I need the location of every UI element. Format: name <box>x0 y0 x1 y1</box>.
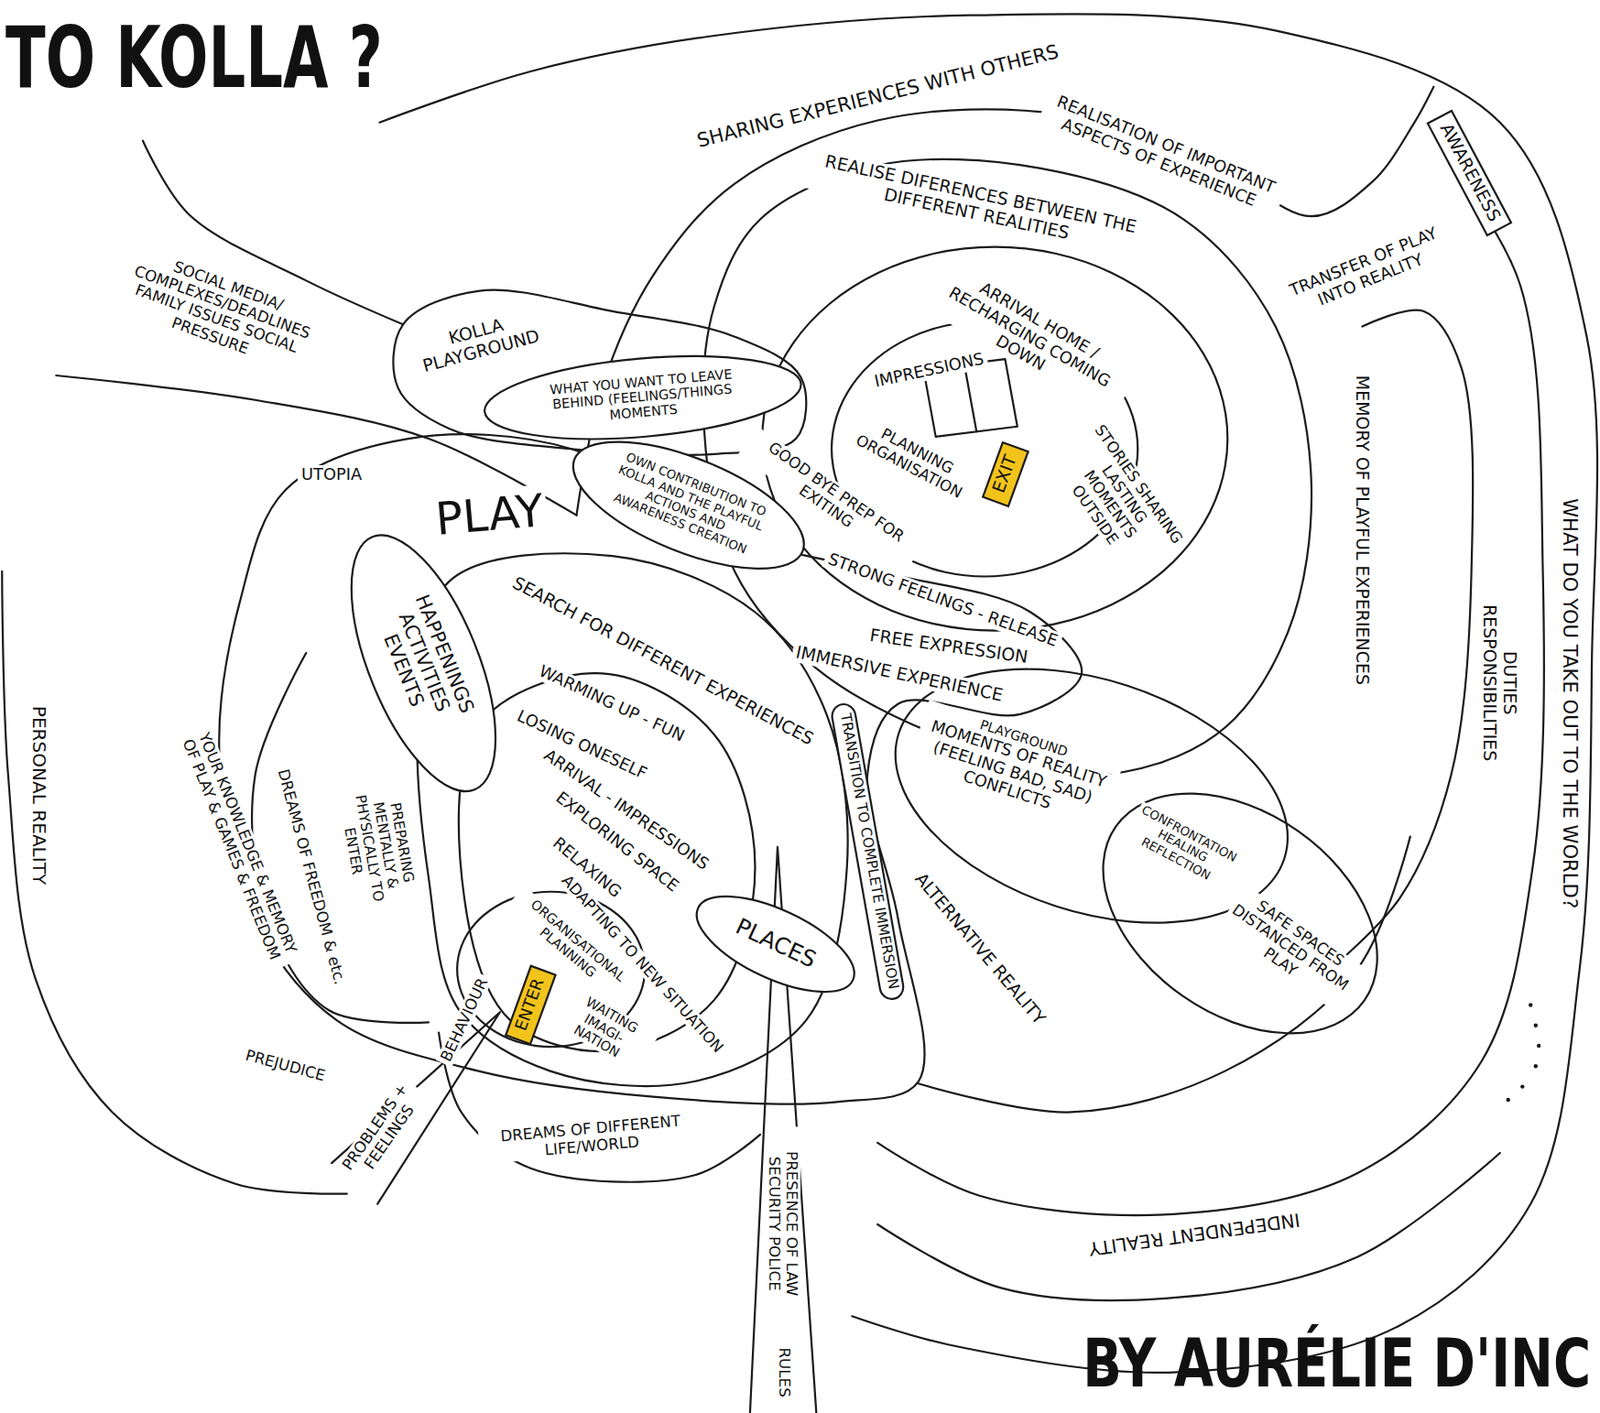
ellipse-line <box>321 516 525 811</box>
band-label: CONFRONTATION HEALING REFLECTION <box>1123 801 1243 892</box>
band-label: SHARING EXPERIENCES WITH OTHERS <box>691 40 1065 154</box>
band-label: ALTERNATIVE REALITY <box>908 866 1052 1031</box>
band-label: RULES <box>774 1343 793 1401</box>
band-label: TRANSFER OF PLAY INTO REALITY <box>1264 215 1469 327</box>
trailing-dot <box>1536 1044 1541 1048</box>
band-label: DREAMS OF DIFFERENT LIFE/WORLD <box>477 1110 705 1165</box>
band-label: PRESENCE OF LAW SECURITY POLICE <box>765 1127 801 1322</box>
contribution-blob: OWN CONTRIBUTION TO KOLLA AND THE PLAYFU… <box>555 413 822 598</box>
search-ring <box>416 553 848 1087</box>
band-label: YOUR KNOWLEDGE & MEMORY OF PLAY & GAMES … <box>174 721 304 972</box>
outer-boundary <box>379 13 1598 1373</box>
author-caption: BY AURÉLIE D'INC <box>1082 1327 1591 1401</box>
band-label: REALISE DIFERENCES BETWEEN THE DIFFERENT… <box>794 146 1163 262</box>
band-label: SOCIAL MEDIA/ COMPLEXES/DEADLINES FAMILY… <box>110 243 327 380</box>
trailing-dot <box>1534 1023 1538 1028</box>
independent-band <box>877 1153 1501 1301</box>
box-line <box>505 966 556 1045</box>
ellipse-line <box>683 876 868 1012</box>
node-text: TRANSITION TO COMPLETE IMMERSION <box>835 710 902 994</box>
band-label: MEMORY OF PLAYFUL EXPERIENCES <box>1352 371 1373 689</box>
region-heading: PLAY <box>430 484 549 546</box>
problems-spike <box>331 1012 501 1204</box>
box-line <box>982 442 1028 507</box>
band-label: WAITING IMAGI- NATION <box>548 983 660 1075</box>
trailing-dot <box>1506 1098 1511 1102</box>
node-text: SAFE SPACES DISTANCED FROM PLAY <box>1216 884 1364 1011</box>
band-label: PREPARING MENTALLY & PHYSICALLY TO ENTER <box>333 775 422 918</box>
box-line <box>829 702 905 1002</box>
title: TO KOLLA ? <box>5 10 383 105</box>
band-label: ARRIVAL HOME / RECHARGING COMING DOWN <box>918 256 1142 418</box>
ellipse-line <box>1057 743 1422 1083</box>
node-text: AWARENESS <box>1434 119 1505 229</box>
arrival-loop <box>458 673 756 1052</box>
band-label: INDEPENDENT REALITY <box>1083 1208 1305 1261</box>
band-label: WHAT DO YOU TAKE OUT TO THE WORLD? <box>1557 495 1580 913</box>
box-line <box>1427 110 1512 236</box>
band-label: REALISATION OF IMPORTANT ASPECTS OF EXPE… <box>1037 87 1289 218</box>
realities-ring <box>703 159 1312 776</box>
personal-reality-boundary <box>1 571 348 1195</box>
band-label: PREJUDICE <box>240 1045 332 1087</box>
trailing-dot <box>1534 1064 1538 1068</box>
band-label: PLANNING ORGANISATION <box>841 409 985 508</box>
band-label: IMPRESSIONS <box>870 348 990 392</box>
enter-box: ENTER <box>504 964 557 1045</box>
arrival-home-ring <box>761 247 1228 632</box>
door-divider <box>964 364 977 433</box>
trailing-dot <box>1520 1084 1524 1089</box>
band-label: PROBLEMS + FEELINGS <box>335 1076 429 1188</box>
band-label: PERSONAL REALITY <box>28 702 50 889</box>
exit-box: EXIT <box>980 441 1029 509</box>
trailing-dot <box>1528 1002 1533 1007</box>
awareness-box: AWARENESS <box>1425 109 1513 238</box>
kolla-loop <box>392 290 806 456</box>
band-label: KOLLA PLAYGROUND <box>399 302 558 381</box>
memory-band <box>1317 310 1473 980</box>
band-label: UTOPIA <box>297 465 366 485</box>
band-label: BEHAVIOUR <box>435 972 493 1068</box>
band-label: DUTIES RESPONSIBILITIES <box>1479 581 1520 786</box>
